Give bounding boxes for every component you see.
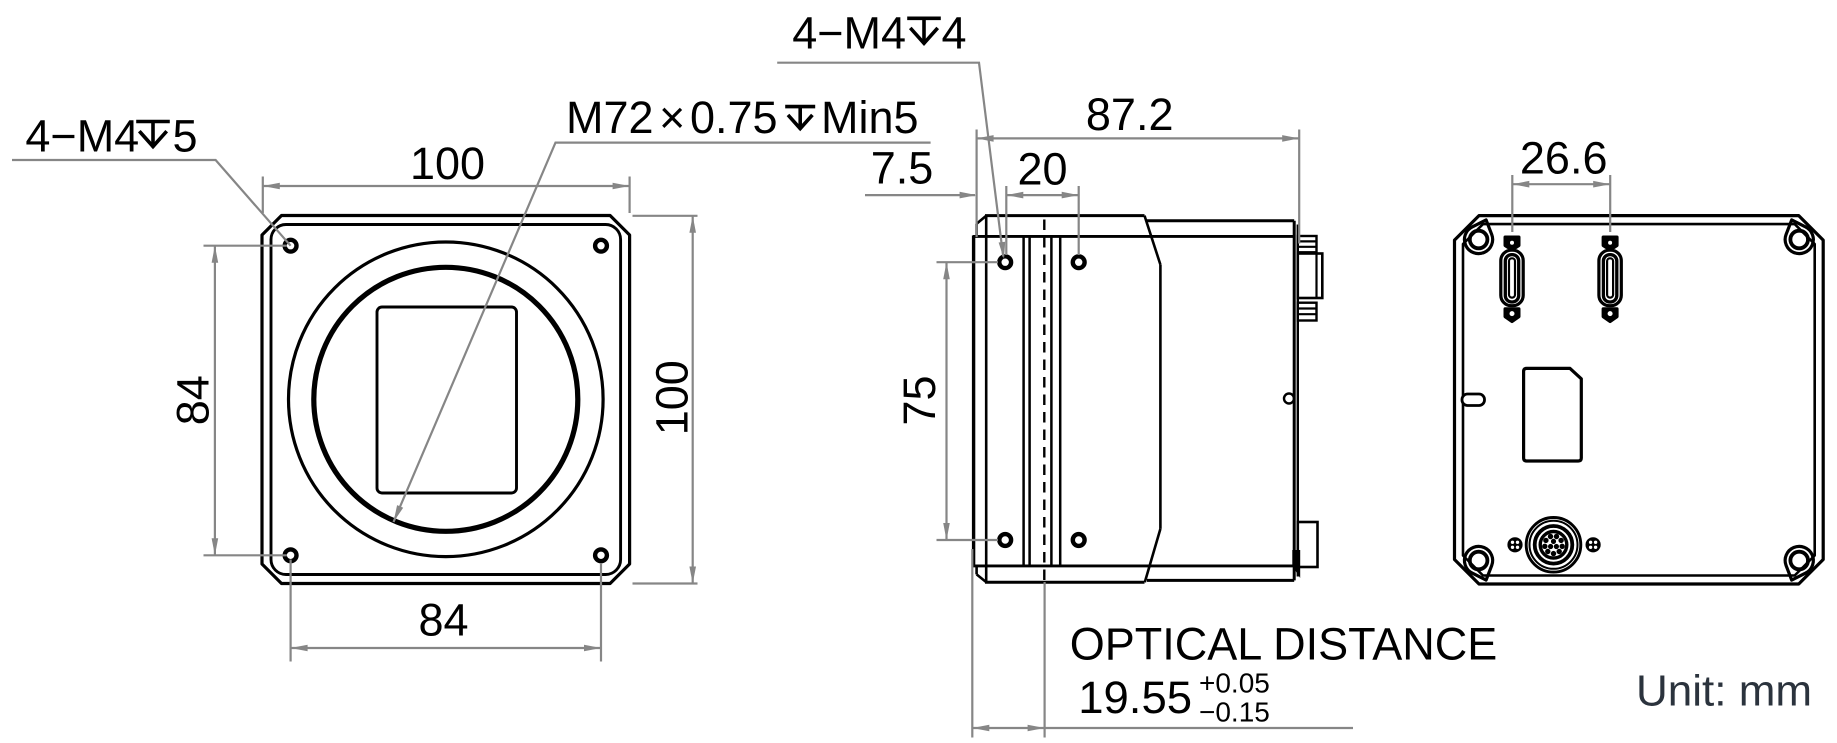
svg-text:4−M4: 4−M4 — [792, 7, 906, 58]
svg-text:4: 4 — [942, 7, 967, 58]
svg-text:100: 100 — [410, 138, 485, 189]
svg-text:19.55: 19.55 — [1078, 672, 1192, 723]
svg-text:84: 84 — [418, 595, 468, 646]
svg-text:7.5: 7.5 — [871, 143, 934, 194]
svg-text:26.6: 26.6 — [1520, 132, 1608, 183]
svg-text:20: 20 — [1017, 143, 1067, 194]
svg-text:Unit: mm: Unit: mm — [1636, 667, 1812, 716]
svg-text:Min5: Min5 — [821, 92, 919, 143]
svg-text:−0.15: −0.15 — [1199, 697, 1270, 728]
svg-text:87.2: 87.2 — [1086, 89, 1174, 140]
svg-text:75: 75 — [894, 375, 945, 425]
svg-text:0.75: 0.75 — [690, 92, 778, 143]
svg-text:+0.05: +0.05 — [1199, 668, 1270, 699]
svg-text:4−M4: 4−M4 — [25, 111, 139, 162]
svg-text:×: × — [659, 92, 685, 143]
svg-text:OPTICAL DISTANCE: OPTICAL DISTANCE — [1070, 618, 1498, 669]
svg-text:84: 84 — [168, 375, 219, 425]
svg-text:100: 100 — [647, 360, 698, 435]
svg-text:M72: M72 — [566, 92, 654, 143]
svg-text:5: 5 — [173, 111, 198, 162]
